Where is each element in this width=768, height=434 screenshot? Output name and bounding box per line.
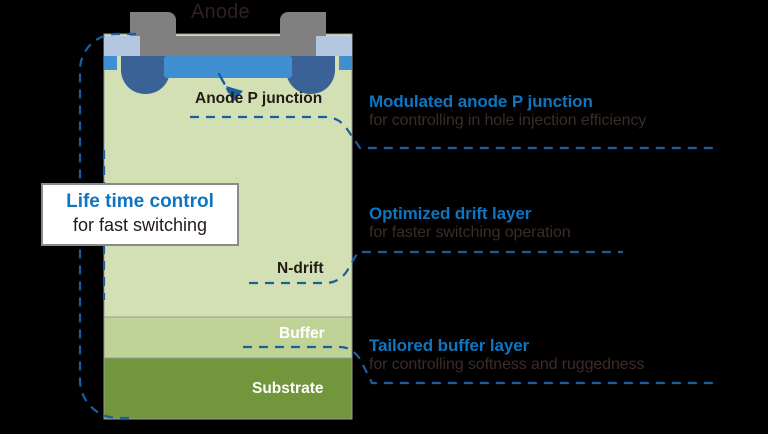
callout-drift-layer: Optimized drift layer for faster switchi…	[369, 204, 571, 242]
anode-p-junction-layer	[164, 56, 292, 78]
callout-subtitle: for faster switching operation	[369, 224, 571, 242]
callout-buffer-layer: Tailored buffer layer for controlling so…	[369, 336, 644, 374]
label-substrate: Substrate	[252, 380, 324, 397]
leader-buffer-layer	[243, 345, 716, 385]
anode-title: Anode	[191, 1, 250, 23]
anode-metal-bar	[164, 36, 292, 56]
leader-drift-layer	[249, 250, 623, 285]
label-n-drift: N-drift	[277, 260, 324, 277]
anode-metal-joint-right	[278, 36, 292, 56]
lifetime-control-subtitle: for fast switching	[72, 214, 208, 235]
leader-anode-p-junction	[190, 115, 715, 150]
substrate-region	[103, 357, 353, 420]
leader-lines	[190, 115, 716, 385]
lifetime-control-title: Life time control	[66, 191, 214, 212]
anode-edge-sliver-left	[104, 56, 117, 70]
label-anode-p-junction: Anode P junction	[195, 90, 323, 107]
callout-subtitle: for controlling softness and ruggedness	[369, 356, 645, 374]
anode-metal-joint-left	[164, 36, 178, 56]
anode-edge-sliver-right	[339, 56, 352, 70]
p-well-right	[286, 52, 335, 94]
label-buffer: Buffer	[279, 325, 325, 342]
callout-anode-p-junction: Modulated anode P junction for controlli…	[369, 92, 646, 130]
anode-p-junction-arrow	[217, 72, 243, 102]
callout-title: Optimized drift layer	[369, 204, 532, 223]
buffer-region	[103, 316, 353, 359]
lifetime-control-box: Life time control for fast switching	[41, 183, 239, 247]
callout-title: Modulated anode P junction	[369, 92, 593, 111]
p-well-left	[121, 52, 170, 94]
callout-subtitle: for controlling in hole injection effici…	[369, 112, 647, 130]
callout-title: Tailored buffer layer	[369, 336, 530, 355]
